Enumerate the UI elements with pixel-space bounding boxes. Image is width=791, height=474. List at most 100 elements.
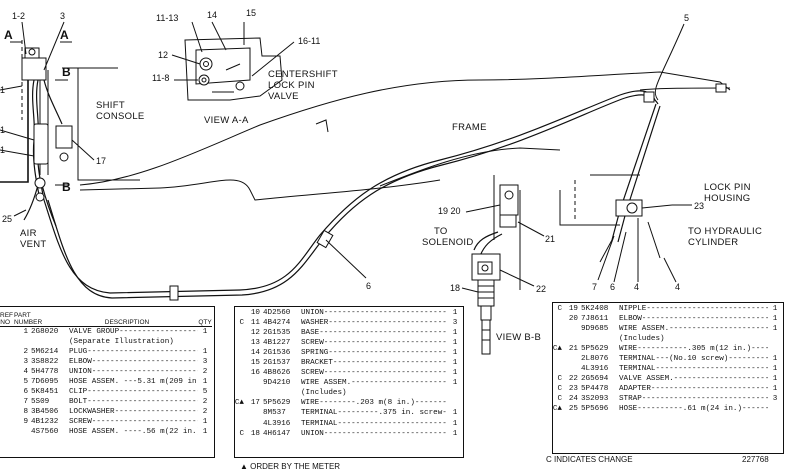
row-part-number: 4B4274 <box>263 319 291 328</box>
row-description: TERMINAL---(No.10 screw)---------- <box>619 355 768 364</box>
air-vent-label-1: AIR <box>20 228 37 239</box>
row-ref <box>14 427 31 437</box>
row-ref <box>564 354 581 364</box>
right-parts-table-border <box>552 302 784 454</box>
row-description: UNION------------------------------ <box>301 429 448 438</box>
row-description: TERMINAL--------------------------- <box>301 419 448 428</box>
row-part-number: 4L3916 <box>581 365 609 374</box>
section-b-bottom: B <box>62 180 71 194</box>
row-qty: 1 <box>452 309 458 317</box>
row-mark: C▲ <box>234 399 244 408</box>
row-mark <box>550 334 564 344</box>
row-description: UNION------------------------------ <box>301 309 448 317</box>
mid-parts-table-border <box>234 306 464 458</box>
row-qty: 2 <box>202 398 208 407</box>
row-qty: 1 <box>772 315 778 324</box>
table-row: 65K8451CLIP-----------------------------… <box>0 387 212 397</box>
row-description: SCREW------------------------------ <box>301 369 448 378</box>
row-part-number: 5P5696 <box>581 405 609 414</box>
row-mark <box>0 367 14 377</box>
table-row: 45H4778UNION----------------------------… <box>0 367 212 377</box>
row-part-number: 3S2093 <box>581 395 609 404</box>
row-part-number: 2G1536 <box>263 349 291 358</box>
row-description: SCREW-------------------------------- <box>69 418 198 427</box>
to-solenoid-label-2: SOLENOID <box>422 237 474 248</box>
callout-1a: 1 <box>0 85 5 95</box>
row-part-number: 4B8626 <box>263 369 291 378</box>
view-b-b-label: VIEW B-B <box>496 332 541 343</box>
row-mark: C <box>557 375 562 384</box>
c-indicates-change-note: C INDICATES CHANGE <box>546 455 633 464</box>
row-ref: 9 <box>23 418 28 427</box>
lock-pin-housing-label-2: HOUSING <box>704 193 750 204</box>
row-description: SCREW------------------------------ <box>301 339 448 348</box>
row-qty: 3 <box>202 358 208 367</box>
section-marks: A A B B <box>4 28 71 194</box>
callout-16-11: 16-11 <box>298 36 320 46</box>
row-mark <box>232 378 246 388</box>
row-qty: 1 <box>452 419 458 428</box>
callout-1c: 1 <box>0 145 5 155</box>
row-mark <box>0 397 14 407</box>
row-ref <box>564 324 581 334</box>
row-description: ELBOW------------------------------- <box>619 315 768 324</box>
row-mark <box>0 377 14 387</box>
row-description: SPRING----------------------------- <box>301 349 448 358</box>
air-vent-label-2: VENT <box>20 239 47 250</box>
row-part-number: 2G8020 <box>31 328 59 336</box>
row-mark <box>232 308 246 318</box>
row-qty: 1 <box>772 355 778 364</box>
row-part-number: 8M537 <box>263 409 286 418</box>
row-qty <box>768 404 782 414</box>
row-description: WIRE-----------.305 m(12 in.)----- <box>619 345 768 354</box>
table-row: (Includes) <box>550 334 782 344</box>
row-qty: 1 <box>452 359 458 368</box>
row-ref <box>246 419 263 429</box>
row-qty: 2 <box>202 368 208 377</box>
row-part-number <box>31 337 69 347</box>
row-qty: 3 <box>772 395 778 404</box>
leader-lines <box>0 21 692 293</box>
header-part-1: PART <box>14 312 31 319</box>
row-ref: 10 <box>250 309 260 317</box>
row-part-number: 9D4210 <box>263 379 291 388</box>
row-part-number: 2G1537 <box>263 359 291 368</box>
view-b-b-detail <box>471 175 521 355</box>
centershift-label-1: CENTERSHIFT <box>268 69 338 80</box>
row-part-number: 5P5629 <box>263 399 291 408</box>
section-b-top: B <box>62 65 71 79</box>
callout-7: 7 <box>592 282 597 292</box>
row-ref: 6 <box>23 388 28 397</box>
row-part-number: 4B1232 <box>31 418 59 427</box>
header-ref: REF NO <box>0 312 13 326</box>
row-mark <box>0 417 14 427</box>
callout-3: 3 <box>60 11 65 21</box>
callout-11-8: 11-8 <box>152 73 169 83</box>
row-mark <box>232 338 246 348</box>
centershift-label-3: VALVE <box>268 91 299 102</box>
row-ref <box>246 378 263 388</box>
row-part-number: 4H6147 <box>263 429 291 438</box>
header-ref-2: NO <box>0 319 10 326</box>
row-part-number: 3S8822 <box>31 358 59 367</box>
row-mark <box>232 358 246 368</box>
row-part-number: 3B4506 <box>31 408 59 417</box>
row-qty: 2 <box>202 408 208 417</box>
callout-19-20: 19 20 <box>438 206 461 216</box>
row-part-number: 4L3916 <box>263 419 291 428</box>
hose-routes <box>43 71 731 301</box>
